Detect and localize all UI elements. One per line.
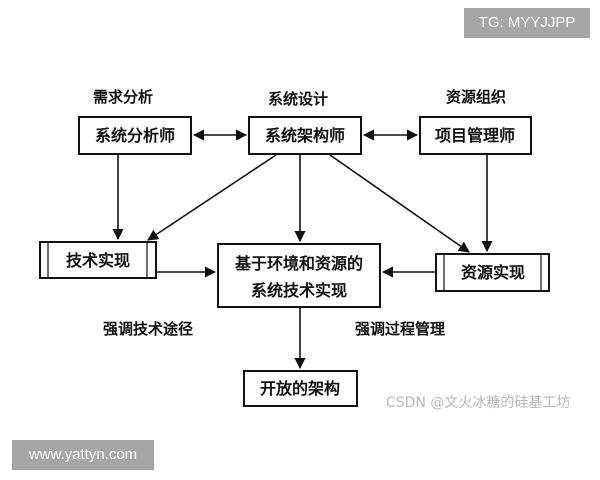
node-open-architecture: 开放的架构 — [243, 370, 358, 407]
node-open-architecture-label: 开放的架构 — [260, 379, 340, 398]
label-emphasize-technical-path: 强调技术途径 — [103, 320, 193, 338]
node-system-architect: 系统架构师 — [248, 116, 362, 155]
arrow-architect-tech — [147, 154, 277, 241]
node-technical-implementation-label: 技术实现 — [66, 251, 130, 270]
node-center-line2: 系统技术实现 — [251, 281, 347, 300]
node-system-analyst: 系统分析师 — [78, 116, 192, 155]
node-environment-resource-implementation: 基于环境和资源的 系统技术实现 — [217, 243, 381, 308]
label-system-design: 系统设计 — [268, 90, 328, 108]
node-resource-implementation: 资源实现 — [435, 253, 550, 292]
label-resource-organization: 资源组织 — [446, 88, 506, 106]
node-technical-implementation: 技术实现 — [39, 241, 157, 279]
node-project-manager: 项目管理师 — [419, 116, 532, 155]
node-center-line1: 基于环境和资源的 — [234, 254, 363, 273]
label-emphasize-process-management: 强调过程管理 — [355, 320, 445, 338]
node-project-manager-label: 项目管理师 — [435, 126, 515, 145]
watermark-bottom-left: www.yattyn.com — [12, 440, 154, 470]
arrow-architect-resource — [329, 154, 470, 253]
label-requirement-analysis: 需求分析 — [93, 88, 153, 106]
node-system-architect-label: 系统架构师 — [265, 126, 345, 145]
node-system-analyst-label: 系统分析师 — [95, 126, 175, 145]
watermark-top-right: TG: MYYJJPP — [464, 8, 590, 38]
watermark-csdn: CSDN @文火冰糖的硅基工坊 — [386, 395, 571, 411]
node-resource-implementation-label: 资源实现 — [461, 263, 525, 282]
